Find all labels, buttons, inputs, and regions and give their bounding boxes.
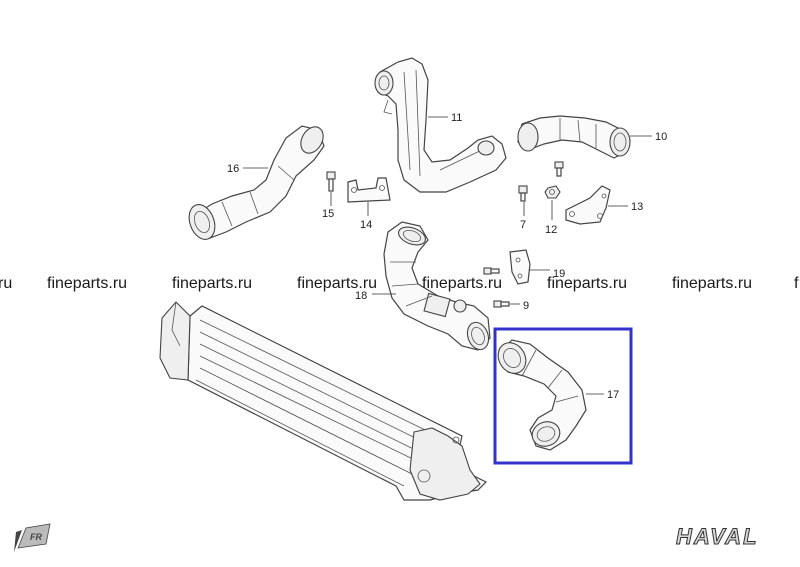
watermark-5: fineparts.ru <box>547 275 627 292</box>
intercooler[interactable] <box>159 301 488 501</box>
callout-17: 17 <box>607 389 619 401</box>
callout-12: 12 <box>545 224 557 236</box>
part-12-nut[interactable] <box>544 185 561 199</box>
callout-18: 18 <box>355 290 367 302</box>
callout-9: 9 <box>523 300 529 312</box>
highlight-box <box>493 327 633 465</box>
watermark-6: fineparts.ru <box>672 275 752 292</box>
callout-15: 15 <box>322 208 334 220</box>
callout-19: 19 <box>553 268 565 280</box>
fr-direction-icon: FR <box>14 523 51 552</box>
fr-label: FR <box>30 532 42 542</box>
watermark-7: f <box>794 275 799 292</box>
part-17-hose[interactable] <box>493 338 587 451</box>
watermark-0: ru <box>0 275 12 292</box>
watermark-1: fineparts.ru <box>47 275 127 292</box>
part-19-bracket[interactable] <box>509 249 531 285</box>
callout-16: 16 <box>227 163 239 175</box>
part-bolt-small[interactable] <box>554 161 564 177</box>
part-9-bolt[interactable] <box>483 267 510 308</box>
part-10-hose[interactable] <box>517 115 631 159</box>
part-7-bolt[interactable] <box>518 185 528 202</box>
callout-13: 13 <box>631 201 643 213</box>
watermark-4: fineparts.ru <box>422 275 502 292</box>
haval-logo: HAVAL <box>676 524 759 549</box>
part-15-bolt[interactable] <box>326 171 336 192</box>
callout-10: 10 <box>655 131 667 143</box>
part-13-bracket[interactable] <box>565 185 611 225</box>
part-16-hose[interactable] <box>185 123 328 243</box>
callout-7: 7 <box>520 219 526 231</box>
watermark-3: fineparts.ru <box>297 275 377 292</box>
watermark-2: fineparts.ru <box>172 275 252 292</box>
callout-11: 11 <box>451 112 462 124</box>
callout-14: 14 <box>360 219 372 231</box>
part-14-bracket[interactable] <box>347 177 391 203</box>
part-11-intake-pipe[interactable] <box>374 57 507 193</box>
part-18-hose[interactable] <box>383 221 492 353</box>
